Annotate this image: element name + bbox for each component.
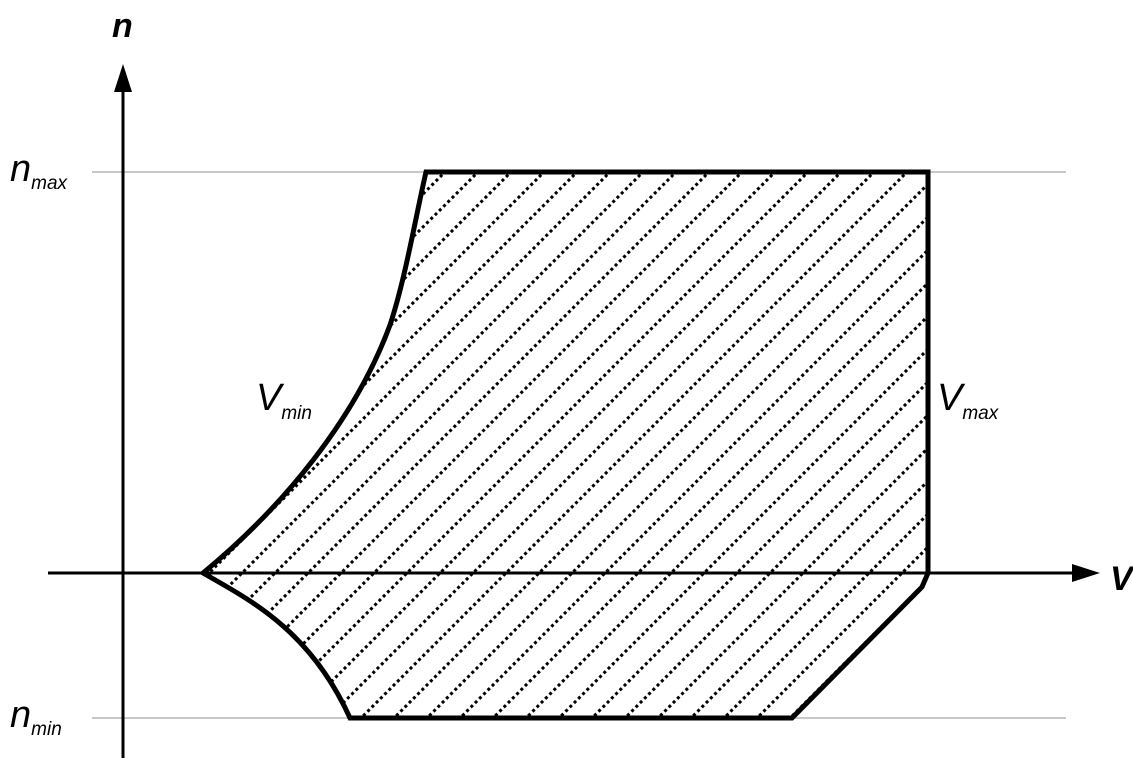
x-axis-label: V: [1110, 560, 1133, 598]
hatch-line: [203, 172, 454, 718]
hatch-line: [203, 172, 322, 718]
hatch-line: [522, 172, 928, 718]
n-min-label: nmin: [10, 694, 62, 740]
hatch-line: [203, 172, 916, 718]
n-min-label-main: n: [10, 694, 31, 736]
hatch-line: [621, 172, 928, 718]
hatch-line: [203, 172, 421, 718]
hatch-line: [687, 172, 928, 718]
v-min-label-main: V: [256, 377, 285, 419]
hatch-line: [203, 172, 817, 718]
hatch-line: [489, 172, 928, 718]
hatch-line: [203, 172, 718, 718]
hatch-line: [203, 172, 520, 718]
hatch-line: [555, 172, 928, 718]
hatch-line: [720, 172, 928, 718]
hatch-line: [324, 172, 928, 718]
n-max-label: nmax: [10, 148, 69, 194]
hatch-line: [203, 172, 586, 718]
envelope-hatching: [203, 172, 928, 718]
hatch-line: [203, 172, 784, 718]
hatch-line: [203, 172, 553, 718]
hatch-line: [203, 172, 850, 718]
hatch-line: [203, 172, 487, 718]
n-min-label-sub: min: [31, 719, 62, 740]
hatch-line: [588, 172, 928, 718]
hatch-line: [203, 172, 619, 718]
hatch-line: [203, 172, 652, 718]
v-min-label: Vmin: [256, 377, 312, 424]
v-max-label-main: V: [937, 377, 966, 419]
envelope-outline: [198, 169, 931, 721]
v-max-label-sub: max: [962, 403, 999, 424]
x-axis-arrowhead: [1072, 564, 1100, 582]
hatch-line: [291, 172, 928, 718]
n-max-label-main: n: [10, 148, 31, 190]
hatch-line: [258, 172, 928, 718]
y-axis-label: n: [112, 7, 133, 45]
hatch-line: [456, 172, 928, 718]
n-max-label-sub: max: [31, 173, 68, 194]
y-axis-arrowhead: [114, 64, 132, 92]
hatch-line: [786, 172, 928, 718]
hatch-line: [819, 172, 928, 718]
hatch-line: [203, 172, 685, 718]
hatch-line: [225, 172, 928, 718]
hatch-line: [753, 172, 928, 718]
hatch-line: [885, 172, 928, 718]
hatch-line: [203, 172, 388, 718]
hatch-line: [203, 172, 883, 718]
hatch-line: [390, 172, 928, 718]
v-min-label-sub: min: [281, 403, 312, 424]
hatch-line: [203, 172, 751, 718]
hatch-line: [357, 172, 928, 718]
hatch-line: [423, 172, 928, 718]
v-max-label: Vmax: [937, 377, 1000, 424]
hatch-line: [654, 172, 928, 718]
